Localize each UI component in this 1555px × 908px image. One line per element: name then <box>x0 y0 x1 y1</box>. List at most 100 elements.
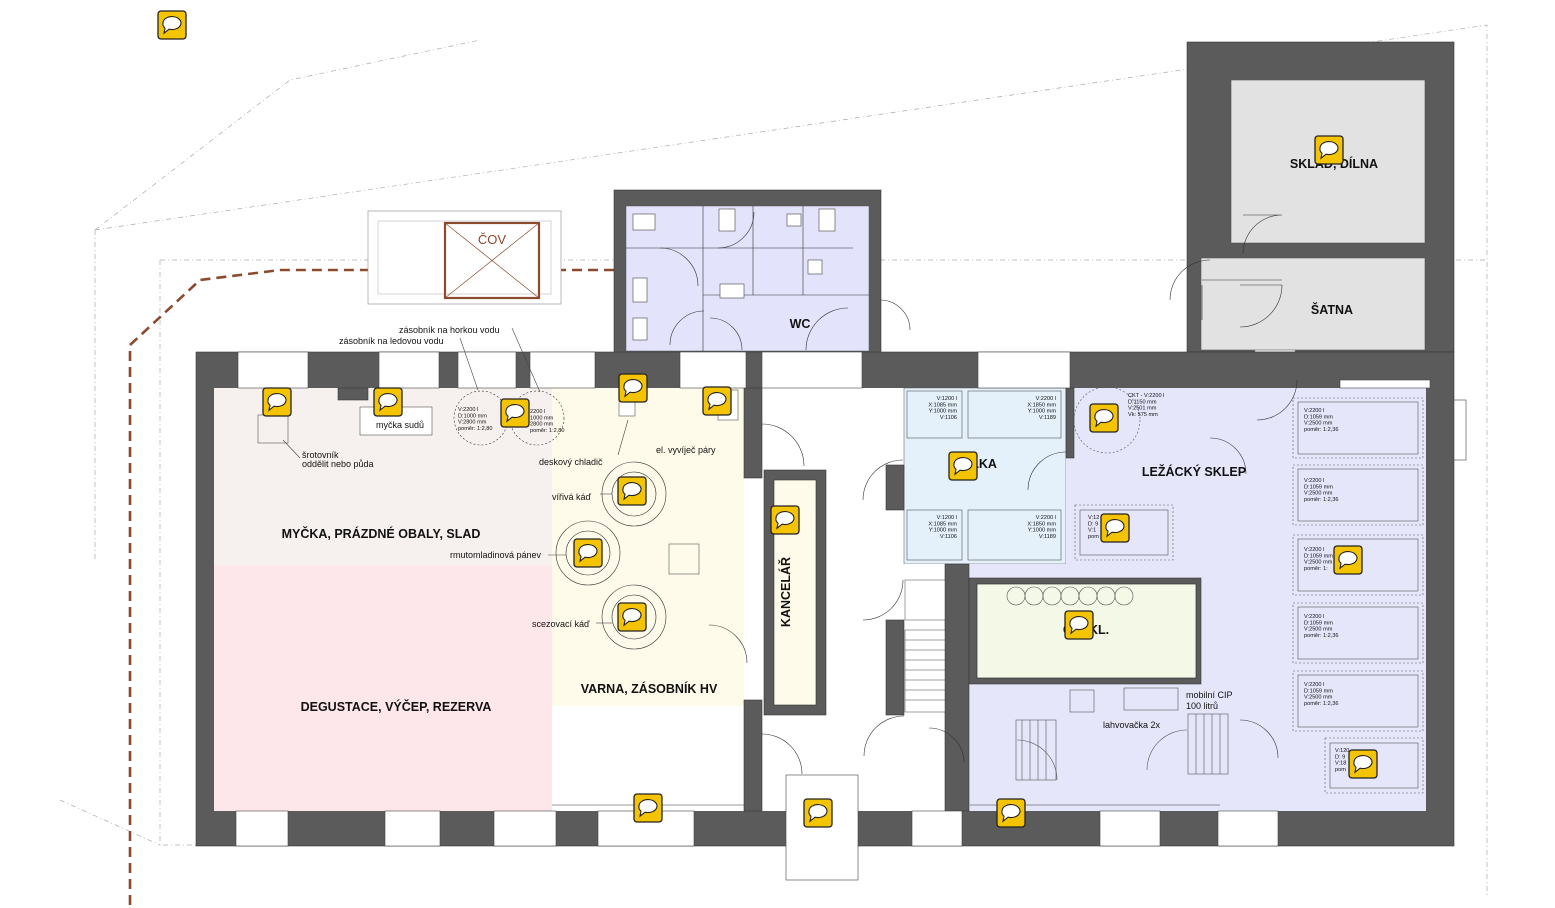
comment-icon[interactable] <box>573 538 603 568</box>
tank-spec-spilka-c-line: Y:1000 mm <box>929 528 958 534</box>
note-srotovnik-2: oddělit nebo půda <box>302 459 374 469</box>
windows <box>235 351 1467 881</box>
comment-icon[interactable] <box>373 387 403 417</box>
tank-spec-ckt-line: D:1150 mm <box>1128 399 1157 405</box>
tank-spec-small-tank-line: pom <box>1088 534 1099 540</box>
note-zasobnik-horka: zásobník na horkou vodu <box>399 325 500 335</box>
tank-spec-lezak-4-line: V:2500 mm <box>1304 627 1333 633</box>
note-rmutomladinova: rmutomladinová pánev <box>450 550 542 560</box>
comment-icon[interactable] <box>996 798 1026 828</box>
spilka-tanks <box>906 390 1062 561</box>
tank-spec-spilka-c-line: V:1200 l <box>937 515 957 521</box>
tank-spec-lezak-2-line: V:2200 l <box>1304 478 1324 484</box>
tank-spec-spilka-d-line: Y:1000 mm <box>1028 528 1057 534</box>
tank-spec-spilka-a-line: V:1106 <box>940 415 957 421</box>
comment-icon[interactable] <box>1100 513 1130 543</box>
tank-spec-lezak-1-line: V:2500 mm <box>1304 421 1333 427</box>
room-satna: ŠATNA <box>1311 302 1353 317</box>
tank-spec-lezak-6-line: V:120 <box>1335 748 1349 754</box>
tank-spec-small-tank-line: V:1 <box>1088 528 1096 534</box>
comment-icon[interactable] <box>1333 545 1363 575</box>
comment-icon[interactable] <box>948 451 978 481</box>
tank-spec-zasobnik-right-line: 1000 mm <box>530 415 554 421</box>
tank-spec-lezak-3-line: V:2200 l <box>1304 547 1324 553</box>
comment-icon[interactable] <box>1089 403 1119 433</box>
room-varna: VARNA, ZÁSOBNÍK HV <box>581 681 718 696</box>
tank-spec-zasobnik-left-line: poměr: 1:2,80 <box>458 426 493 432</box>
tank-spec-spilka-b-line: Y:1000 mm <box>1028 409 1057 415</box>
note-lahvovacka: lahvovačka 2x <box>1103 720 1161 730</box>
comment-icon[interactable] <box>803 798 833 828</box>
comment-icon[interactable] <box>262 387 292 417</box>
comment-icon[interactable] <box>1314 135 1344 165</box>
tank-spec-lezak-4-line: D:1059 mm <box>1304 620 1333 626</box>
equipment-notes: zásobník na horkou vodu zásobník na ledo… <box>302 325 1233 730</box>
note-virive-kad: vířivá káď <box>552 492 592 502</box>
equipment-varna <box>548 419 700 650</box>
wc-block: WC <box>613 189 911 356</box>
tank-spec-zasobnik-right-line: poměr: 1:2,80 <box>530 428 565 434</box>
room-lezacky-sklep: LEŽÁCKÝ SKLEP <box>1142 464 1246 479</box>
tank-spec-spilka-b-line: V:1189 <box>1039 415 1056 421</box>
tank-spec-lezak-5-line: V:2500 mm <box>1304 695 1333 701</box>
note-scezovaci: scezovací káď <box>532 619 590 629</box>
note-el-vyvijec: el. vyvíječ páry <box>656 445 716 455</box>
tank-spec-lezak-2-line: D:1059 mm <box>1304 484 1333 490</box>
tank-spec-lezak-6-line: D: 9 <box>1335 754 1345 760</box>
comment-icon[interactable] <box>1348 749 1378 779</box>
tank-spec-spilka-d-line: X:1850 mm <box>1027 521 1056 527</box>
room-mycka-obaly-slad: MYČKA, PRÁZDNÉ OBALY, SLAD <box>282 526 481 541</box>
tank-spec-spilka-d-line: V:2200 l <box>1036 515 1056 521</box>
note-mycka-sudu: myčka sudů <box>376 420 424 430</box>
tank-spec-lezak-5-line: V:2200 l <box>1304 682 1324 688</box>
doors <box>552 259 1298 806</box>
room-degustace: DEGUSTACE, VÝČEP, REZERVA <box>301 699 492 714</box>
tank-spec-ckt-line: Vk: 575 mm <box>1128 412 1158 418</box>
comment-icon[interactable] <box>500 398 530 428</box>
note-zasobnik-ledova: zásobník na ledovou vodu <box>339 336 444 346</box>
tank-spec-lezak-2-line: V:2500 mm <box>1304 491 1333 497</box>
tank-spec-ckt-line: V:2501 mm <box>1128 406 1157 412</box>
tank-spec-spilka-d-line: V:1189 <box>1039 534 1056 540</box>
comment-icons[interactable] <box>157 10 1378 828</box>
tank-spec-lezak-3-line: D:1059 mm <box>1304 553 1333 559</box>
tank-spec-ckt-line: CKT - V:2200 l <box>1128 393 1164 399</box>
sklep-tanks <box>1073 386 1424 794</box>
comment-icon[interactable] <box>633 793 663 823</box>
room-kancelar: KANCELÁŘ <box>778 557 793 627</box>
comment-icon[interactable] <box>1064 610 1094 640</box>
tank-spec-lezak-1-line: poměr: 1:2,36 <box>1304 427 1339 433</box>
tank-spec-zasobnik-right-line: 2800 mm <box>530 422 554 428</box>
tank-spec-lezak-1-line: V:2200 l <box>1304 408 1324 414</box>
note-mobilni-cip: mobilní CIP <box>1186 690 1233 700</box>
comment-icon[interactable] <box>157 10 187 40</box>
tank-spec-lezak-3-line: poměr: 1: <box>1304 566 1328 572</box>
tank-spec-zasobnik-left-line: D:1000 mm <box>458 413 487 419</box>
tank-spec-small-tank-line: D: 9 <box>1088 521 1098 527</box>
note-srotovnik: šrotovník <box>302 450 339 460</box>
tank-spec-lezak-2-line: poměr: 1:2,36 <box>1304 497 1339 503</box>
tank-spec-spilka-c-line: V:1106 <box>940 534 957 540</box>
tank-spec-spilka-a-line: V:1200 l <box>937 396 957 402</box>
tank-spec-spilka-b-line: V:2200 l <box>1036 396 1056 402</box>
tank-spec-lezak-4-line: poměr: 1:2,36 <box>1304 633 1339 639</box>
comment-icon[interactable] <box>617 602 647 632</box>
note-mobilni-cip-2: 100 litrů <box>1186 701 1218 711</box>
tank-spec-lezak-6-line: pom <box>1335 767 1346 773</box>
tank-spec-spilka-a-line: X:1085 mm <box>928 402 957 408</box>
tank-spec-lezak-5-line: D:1059 mm <box>1304 688 1333 694</box>
cov-label: ČOV <box>478 232 507 247</box>
comment-icon[interactable] <box>770 505 800 535</box>
tank-spec-lezak-6-line: V:18 <box>1335 761 1346 767</box>
comment-icon[interactable] <box>618 373 648 403</box>
tank-spec-small-tank-line: V:12 <box>1088 515 1099 521</box>
tank-spec-lezak-4-line: V:2200 l <box>1304 614 1324 620</box>
cip-equipment <box>1006 586 1229 781</box>
tank-spec-spilka-b-line: X:1850 mm <box>1027 402 1056 408</box>
comment-icon[interactable] <box>617 476 647 506</box>
cov-tank: ČOV <box>367 210 562 305</box>
tank-spec-spilka-c-line: X:1085 mm <box>928 521 957 527</box>
comment-icon[interactable] <box>702 386 732 416</box>
